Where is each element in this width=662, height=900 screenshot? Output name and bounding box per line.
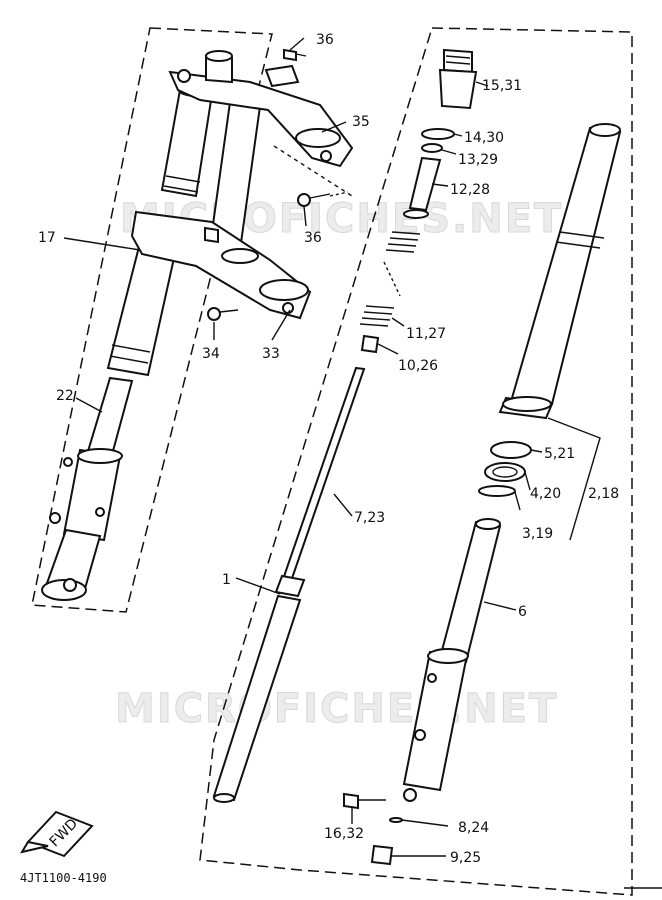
- callout-34: 34: [202, 346, 220, 362]
- bolt-34: [207, 307, 239, 321]
- bolt-36-lower: [297, 191, 349, 207]
- damper-parts: [212, 48, 478, 803]
- leader-lines: [63, 37, 601, 857]
- callout-9-25: 9,25: [450, 850, 481, 866]
- callout-33: 33: [262, 346, 280, 362]
- under-bracket: [130, 210, 312, 320]
- callout-5-21: 5,21: [544, 446, 575, 462]
- callout-14-30: 14,30: [464, 130, 504, 146]
- fwd-arrow-icon: FWD: [19, 810, 94, 858]
- callout-22: 22: [56, 388, 74, 404]
- reference-code: 4JT1100-4190: [20, 871, 107, 885]
- callout-3-19: 3,19: [522, 526, 553, 542]
- outer-tube: [343, 518, 502, 866]
- callout-11-27: 11,27: [406, 326, 446, 342]
- upper-bracket: [168, 50, 354, 168]
- callout-36-upper: 36: [316, 32, 334, 48]
- callout-2-18: 2,18: [588, 486, 619, 502]
- left-assembly-outline: [31, 27, 273, 613]
- callout-1: 1: [222, 572, 231, 588]
- callout-13-29: 13,29: [458, 152, 498, 168]
- callout-6: 6: [518, 604, 527, 620]
- left-fork-assembly: [41, 83, 264, 601]
- seal-parts: [478, 441, 532, 497]
- callout-17: 17: [38, 230, 56, 246]
- callout-7-23: 7,23: [354, 510, 385, 526]
- callout-12-28: 12,28: [450, 182, 490, 198]
- callout-35: 35: [352, 114, 370, 130]
- right-fork-tube: [498, 123, 622, 420]
- callout-4-20: 4,20: [530, 486, 561, 502]
- callout-15-31: 15,31: [482, 78, 522, 94]
- callout-10-26: 10,26: [398, 358, 438, 374]
- callout-36-lower: 36: [304, 230, 322, 246]
- watermark-bottom: MICROFICHES.NET: [115, 686, 558, 732]
- center-assembly-outline: [199, 27, 633, 896]
- callout-8-24: 8,24: [458, 820, 489, 836]
- bolt-36-upper: [264, 48, 307, 88]
- callout-16-32: 16,32: [324, 826, 364, 842]
